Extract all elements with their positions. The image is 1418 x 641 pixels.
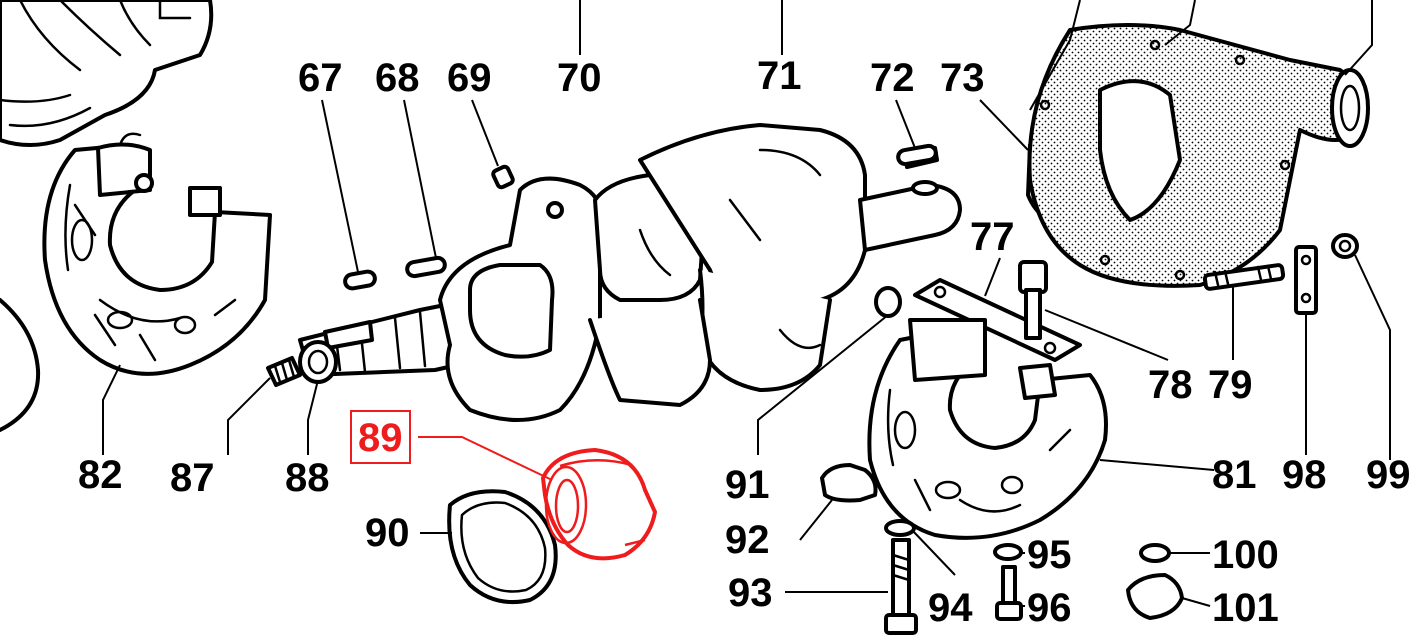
callout-67: 67	[298, 56, 343, 100]
part-front-cover	[1027, 23, 1370, 288]
callout-98: 98	[1282, 453, 1327, 497]
callout-100: 100	[1212, 533, 1279, 577]
leader-99	[1354, 254, 1391, 460]
callout-73: 73	[940, 56, 985, 100]
leader-69	[471, 99, 499, 167]
callout-79: 79	[1208, 363, 1253, 407]
leader-81	[1099, 459, 1215, 471]
callout-69: 69	[447, 56, 492, 100]
callout-82: 82	[78, 453, 123, 497]
part-94-washer	[884, 519, 916, 537]
part-crankshaft	[298, 123, 962, 422]
leader-67	[321, 99, 359, 273]
callout-96: 96	[1027, 586, 1072, 630]
part-92-pin	[820, 463, 878, 503]
callout-77: 77	[970, 215, 1015, 259]
part-82-bearing-support	[42, 132, 272, 376]
callout-68: 68	[375, 56, 420, 100]
leader-88	[307, 379, 319, 455]
part-78-bolt	[1018, 260, 1048, 340]
callout-101: 101	[1212, 586, 1279, 630]
part-81-bearing-support	[867, 318, 1108, 540]
leader-77	[984, 257, 1001, 297]
leader-68	[403, 99, 437, 259]
callout-71: 71	[757, 54, 802, 98]
part-90-thrust-washer	[447, 489, 558, 605]
leader-72	[895, 99, 916, 149]
leader-cover-a	[1029, 0, 1081, 111]
part-top-left-housing	[0, 0, 214, 147]
leader-101	[1181, 597, 1211, 607]
leader-92	[799, 499, 833, 541]
callout-99: 99	[1366, 453, 1411, 497]
part-100-cap	[1139, 543, 1171, 563]
part-101-sleeve	[1126, 573, 1184, 620]
part-96-screw	[995, 565, 1023, 621]
callout-95: 95	[1027, 533, 1072, 577]
part-68-key	[405, 255, 447, 279]
callout-81: 81	[1212, 453, 1257, 497]
part-72-key	[896, 143, 938, 167]
leader-73	[979, 99, 1029, 151]
callout-90: 90	[365, 511, 410, 555]
leader-91	[757, 314, 889, 455]
callout-93: 93	[728, 571, 773, 615]
part-79-stud	[1202, 263, 1286, 291]
part-95-washer	[993, 543, 1023, 561]
callout-72: 72	[870, 56, 915, 100]
callout-91: 91	[725, 463, 770, 507]
part-99-nut	[1331, 233, 1359, 259]
leader-cover-b	[1164, 0, 1196, 46]
part-69-plug	[491, 164, 515, 190]
callout-87: 87	[170, 456, 215, 500]
part-left-edge	[0, 298, 41, 432]
part-87-spring	[266, 356, 302, 387]
leader-87	[227, 377, 271, 455]
callout-92: 92	[725, 518, 770, 562]
part-88-nut	[298, 340, 338, 384]
part-93-bolt	[884, 538, 918, 635]
part-98-lockplate	[1294, 245, 1318, 315]
leader-89	[418, 436, 553, 481]
part-67-key	[343, 269, 377, 291]
leader-78	[1044, 309, 1169, 361]
callout-88: 88	[285, 456, 330, 500]
part-91-nut	[874, 286, 902, 318]
callout-94: 94	[928, 586, 973, 630]
callout-78: 78	[1148, 363, 1193, 407]
callout-70: 70	[557, 56, 602, 100]
callout-89-highlighted: 89	[350, 410, 411, 464]
leader-82	[102, 364, 121, 455]
leader-cover-c	[1344, 0, 1373, 76]
leader-94	[911, 529, 956, 576]
leader-lines	[102, 0, 1391, 607]
part-89-main-bearing-bushing	[541, 448, 657, 561]
